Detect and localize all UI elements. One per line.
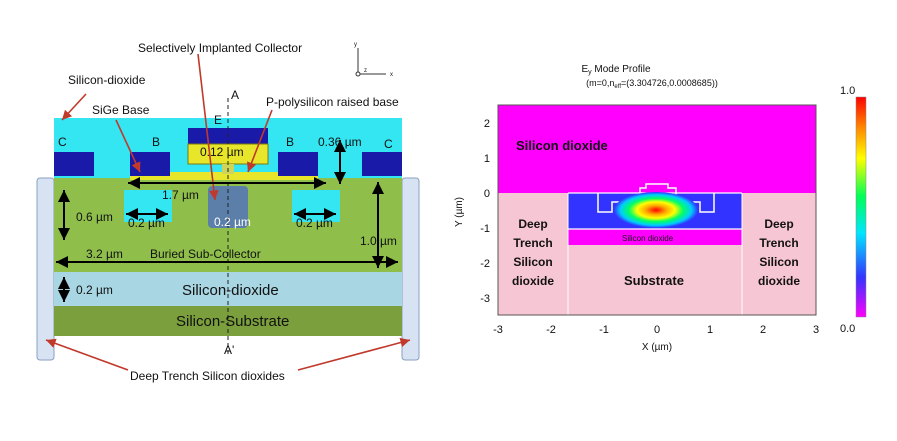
dim-32: 3.2 µm: [86, 247, 123, 261]
svg-text:dioxide: dioxide: [758, 274, 800, 288]
dim-10: 1.0 µm: [360, 234, 397, 248]
collector-label-right: C: [384, 137, 393, 151]
plot-title-line1: Ey Mode Profile: [581, 64, 651, 76]
dim-02-center: 0.2 µm: [214, 215, 251, 229]
silicon-dioxide-top-label: Silicon-dioxide: [68, 73, 146, 87]
collector-label-left: C: [58, 135, 67, 149]
y-tick: -3: [480, 293, 490, 305]
cut-label-a: A: [231, 88, 239, 102]
dim-02-left: 0.2 µm: [128, 216, 165, 230]
region-left-trench: [498, 193, 568, 315]
y-axis: 2 1 0 -1 -2 -3: [480, 118, 490, 305]
x-tick: 2: [760, 324, 766, 336]
right-trench-label: Deep Trench Silicon dioxide: [758, 217, 800, 288]
base-label-left: B: [152, 135, 160, 149]
device-outline: [597, 183, 715, 213]
y-tick: -2: [480, 258, 490, 270]
x-tick: -3: [493, 324, 503, 336]
annotation-arrows: [45, 53, 411, 371]
region-substrate-label: Substrate: [624, 273, 684, 288]
y-tick: -1: [480, 223, 490, 235]
buried-sub-collector-label: Buried Sub-Collector: [150, 247, 261, 261]
region-top-label: Silicon dioxide: [516, 138, 608, 153]
dim-06: 0.6 µm: [76, 210, 113, 224]
x-tick: 0: [654, 324, 660, 336]
mini-axis-y: y: [354, 42, 357, 48]
region-right-trench: [742, 193, 816, 315]
p-poly-label: P-polysilicon raised base: [266, 95, 399, 109]
region-top-oxide: [498, 105, 816, 193]
region-thin-oxide: [568, 229, 742, 245]
dim-036: 0.36 µm: [318, 135, 362, 149]
x-axis: -3 -2 -1 0 1 2 3: [493, 324, 819, 336]
svg-text:Deep: Deep: [764, 217, 793, 231]
deep-trench-left: [36, 177, 55, 361]
colorbar-min: 0.0: [840, 323, 855, 335]
x-tick: -1: [599, 324, 609, 336]
base-contact-right: [278, 152, 318, 176]
mode-field: [614, 192, 698, 228]
sige-base-label: SiGe Base: [92, 103, 150, 117]
collector-contact-left: [54, 152, 94, 176]
svg-text:dioxide: dioxide: [512, 274, 554, 288]
mode-profile-plot: [497, 104, 817, 316]
svg-text:Silicon: Silicon: [759, 255, 798, 269]
y-tick: 0: [484, 188, 490, 200]
dim-17: 1.7 µm: [162, 188, 199, 202]
deep-trench-label: Deep Trench Silicon dioxides: [130, 369, 285, 383]
mini-axis-x: x: [390, 72, 393, 78]
region-substrate: [568, 245, 742, 315]
oxide-layer-label: Silicon-dioxide: [182, 282, 279, 299]
dim-02-oxide: 0.2 µm: [76, 283, 113, 297]
selectively-implanted-label: Selectively Implanted Collector: [138, 41, 302, 55]
colorbar: [855, 96, 867, 318]
svg-text:Trench: Trench: [759, 236, 798, 250]
svg-text:Deep: Deep: [518, 217, 547, 231]
deep-trench-right: [401, 177, 420, 361]
svg-text:Trench: Trench: [513, 236, 552, 250]
region-thin-label: Silicon dioxide: [622, 234, 674, 243]
x-axis-label: X (µm): [642, 342, 672, 353]
collector-contact-right: [362, 152, 402, 176]
colorbar-max: 1.0: [840, 85, 855, 97]
mini-axis-z: z: [364, 68, 367, 74]
mini-axes: [355, 48, 386, 77]
substrate-layer-label: Silicon-Substrate: [176, 313, 289, 330]
y-tick: 1: [484, 153, 490, 165]
y-axis-label: Y (µm): [454, 197, 465, 227]
sige-base-strip: [130, 172, 318, 180]
dim-02-right: 0.2 µm: [296, 216, 333, 230]
y-tick: 2: [484, 118, 490, 130]
dim-012: 0.12 µm: [200, 145, 244, 159]
cut-label-a-prime: A': [224, 343, 234, 357]
x-tick: 3: [813, 324, 819, 336]
dimension-arrows: [56, 140, 398, 302]
base-label-right: B: [286, 135, 294, 149]
emitter-label: E: [214, 113, 222, 127]
x-tick: 1: [707, 324, 713, 336]
plot-title-line2: (m=0,neff=(3.304726,0.0008685)): [586, 78, 718, 90]
x-tick: -2: [546, 324, 556, 336]
svg-text:Silicon: Silicon: [513, 255, 552, 269]
left-trench-label: Deep Trench Silicon dioxide: [512, 217, 554, 288]
